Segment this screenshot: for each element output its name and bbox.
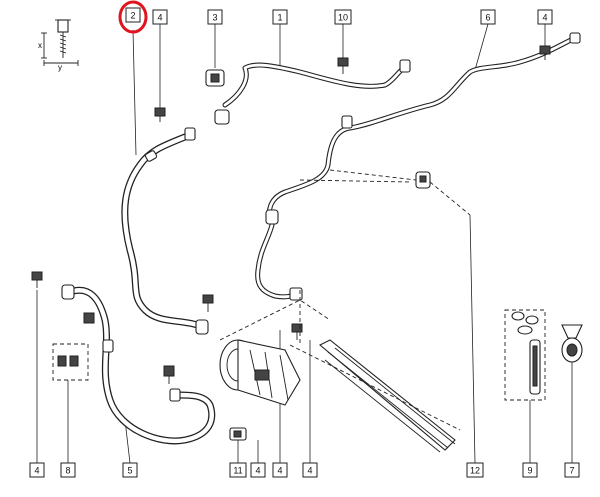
bolt-4-left <box>31 271 43 288</box>
callout-label-bottom-4c: 4 <box>277 466 282 476</box>
clamp-3 <box>205 69 230 125</box>
callout-label-7: 7 <box>569 466 574 476</box>
callout-label-9: 9 <box>527 466 532 476</box>
callout-box-3: 3 <box>207 9 223 25</box>
callout-label-2: 2 <box>130 11 135 21</box>
callout-box-11: 11 <box>229 462 247 478</box>
pipe-1-upper-line <box>222 59 411 108</box>
condenser <box>289 290 461 453</box>
callout-box-2-highlighted: 2 <box>118 0 148 34</box>
callout-box-4-bottom-3: 4 <box>272 462 288 478</box>
callout-label-8: 8 <box>65 466 70 476</box>
callout-label-11: 11 <box>233 466 242 476</box>
legend-axis-x: x <box>38 41 42 50</box>
hose-5-discharge-hose <box>61 284 216 445</box>
receiver-drier-kit-9 <box>504 309 546 401</box>
callout-box-4-bottom-4: 4 <box>302 462 318 478</box>
callout-box-1: 1 <box>272 9 288 25</box>
fitting-8 <box>52 312 95 381</box>
callout-label-6: 6 <box>485 13 490 23</box>
ac-compressor <box>219 299 331 406</box>
pipe-6-long-line <box>266 32 581 223</box>
callout-box-8: 8 <box>60 462 76 478</box>
pressure-sensor-12 <box>299 169 471 216</box>
callout-label-10: 10 <box>338 13 348 23</box>
callout-label-bottom-4: 4 <box>34 466 39 476</box>
hose-2-suction-hose <box>121 127 209 335</box>
bolt-10 <box>337 57 349 74</box>
callout-box-4-bottom-1: 4 <box>29 462 45 478</box>
callout-label-4: 4 <box>157 13 162 23</box>
cap-7 <box>561 324 583 363</box>
callout-box-7: 7 <box>564 462 580 478</box>
bolt-4-top-left <box>154 107 166 122</box>
bolt-4-top-right <box>539 45 551 60</box>
callout-box-4-top: 4 <box>152 9 168 25</box>
callout-label-3: 3 <box>212 13 217 23</box>
bolt-dimension-legend: x y <box>38 19 79 72</box>
callout-box-4-top-right: 4 <box>537 9 553 25</box>
callout-box-12: 12 <box>466 462 484 478</box>
callout-label-bottom-4b: 4 <box>255 466 260 476</box>
legend-axis-y: y <box>58 63 62 72</box>
callout-label-bottom-4d: 4 <box>307 466 312 476</box>
callout-label-12: 12 <box>470 466 480 476</box>
callout-box-9: 9 <box>522 462 538 478</box>
callout-label-4b: 4 <box>542 13 547 23</box>
fitting-11 <box>229 427 247 441</box>
callout-box-10: 10 <box>334 9 352 25</box>
bolt-4-center <box>163 294 303 384</box>
callout-label-1: 1 <box>277 13 282 23</box>
pipe-lower-return-line <box>255 209 303 301</box>
highlight-circle <box>118 0 148 34</box>
leader-lines <box>36 23 573 464</box>
callout-box-5: 5 <box>122 462 138 478</box>
callout-box-6: 6 <box>480 9 496 25</box>
callout-box-4-bottom-2: 4 <box>250 462 266 478</box>
callout-label-5: 5 <box>127 466 132 476</box>
